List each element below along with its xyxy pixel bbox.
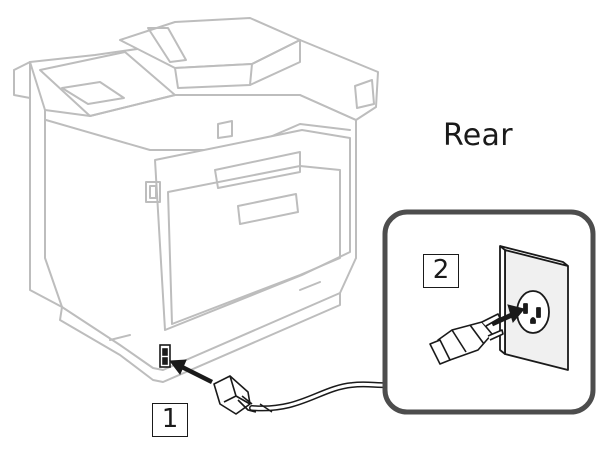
insert-arrow-1	[169, 359, 214, 385]
printer	[13, 17, 379, 383]
iec-connector	[213, 375, 257, 415]
rear-label: Rear	[443, 118, 513, 153]
step-2-badge: 2	[423, 254, 459, 288]
step-1-badge: 1	[152, 403, 188, 437]
insert-arrow-2	[490, 304, 525, 327]
power-inlet	[159, 344, 171, 368]
wall-plug	[429, 313, 504, 365]
rear-panel	[154, 129, 351, 331]
wall-socket	[499, 245, 569, 371]
